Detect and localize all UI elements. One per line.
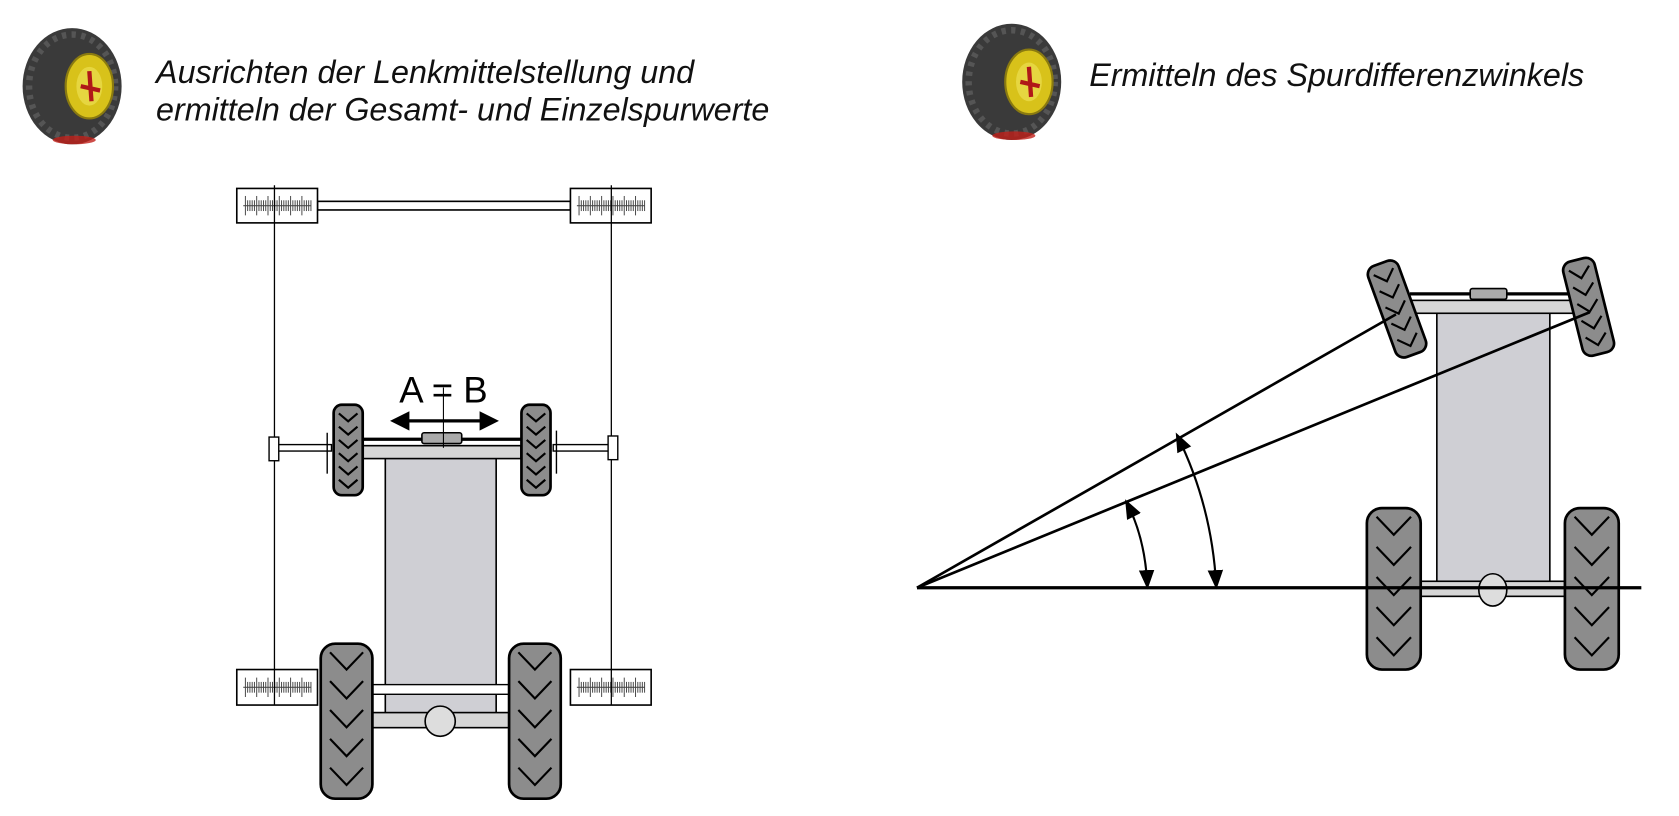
left-title-line1: Ausrichten der Lenkmittelstellung und xyxy=(154,54,695,90)
a-equals-b-label: A = B xyxy=(399,370,487,411)
tire-icon xyxy=(332,403,365,497)
outer-angle-arc xyxy=(1175,432,1224,590)
post-left xyxy=(268,436,280,462)
front-axle xyxy=(361,444,522,460)
toe-difference-diagram xyxy=(916,256,1642,671)
tire-logo-icon xyxy=(22,28,122,145)
post-right xyxy=(607,435,619,461)
left-title-line2: ermitteln der Gesamt- und Einzelspurwert… xyxy=(156,92,769,128)
inner-wheel-line xyxy=(916,313,1397,589)
chassis xyxy=(384,455,497,718)
differential xyxy=(1478,572,1508,607)
tire-icon xyxy=(520,403,552,497)
tire-icon xyxy=(319,642,374,801)
tie-rod-adjuster xyxy=(421,431,463,445)
right-title: Ermitteln des Spurdifferenzwinkels xyxy=(1089,57,1584,93)
tire-icon xyxy=(1561,256,1616,358)
toe-setup-diagram: A = B xyxy=(235,185,652,801)
tire-logo-icon xyxy=(962,23,1062,141)
tie-rod-adjuster xyxy=(1469,287,1508,301)
tire-icon xyxy=(1366,259,1428,359)
chassis xyxy=(1436,311,1551,585)
inner-angle-arc xyxy=(1125,499,1155,590)
gauge-bar-top xyxy=(316,200,572,211)
differential xyxy=(424,705,457,738)
outer-wheel-line xyxy=(916,310,1591,589)
tire-icon xyxy=(507,642,563,801)
front-axle xyxy=(1409,299,1575,315)
